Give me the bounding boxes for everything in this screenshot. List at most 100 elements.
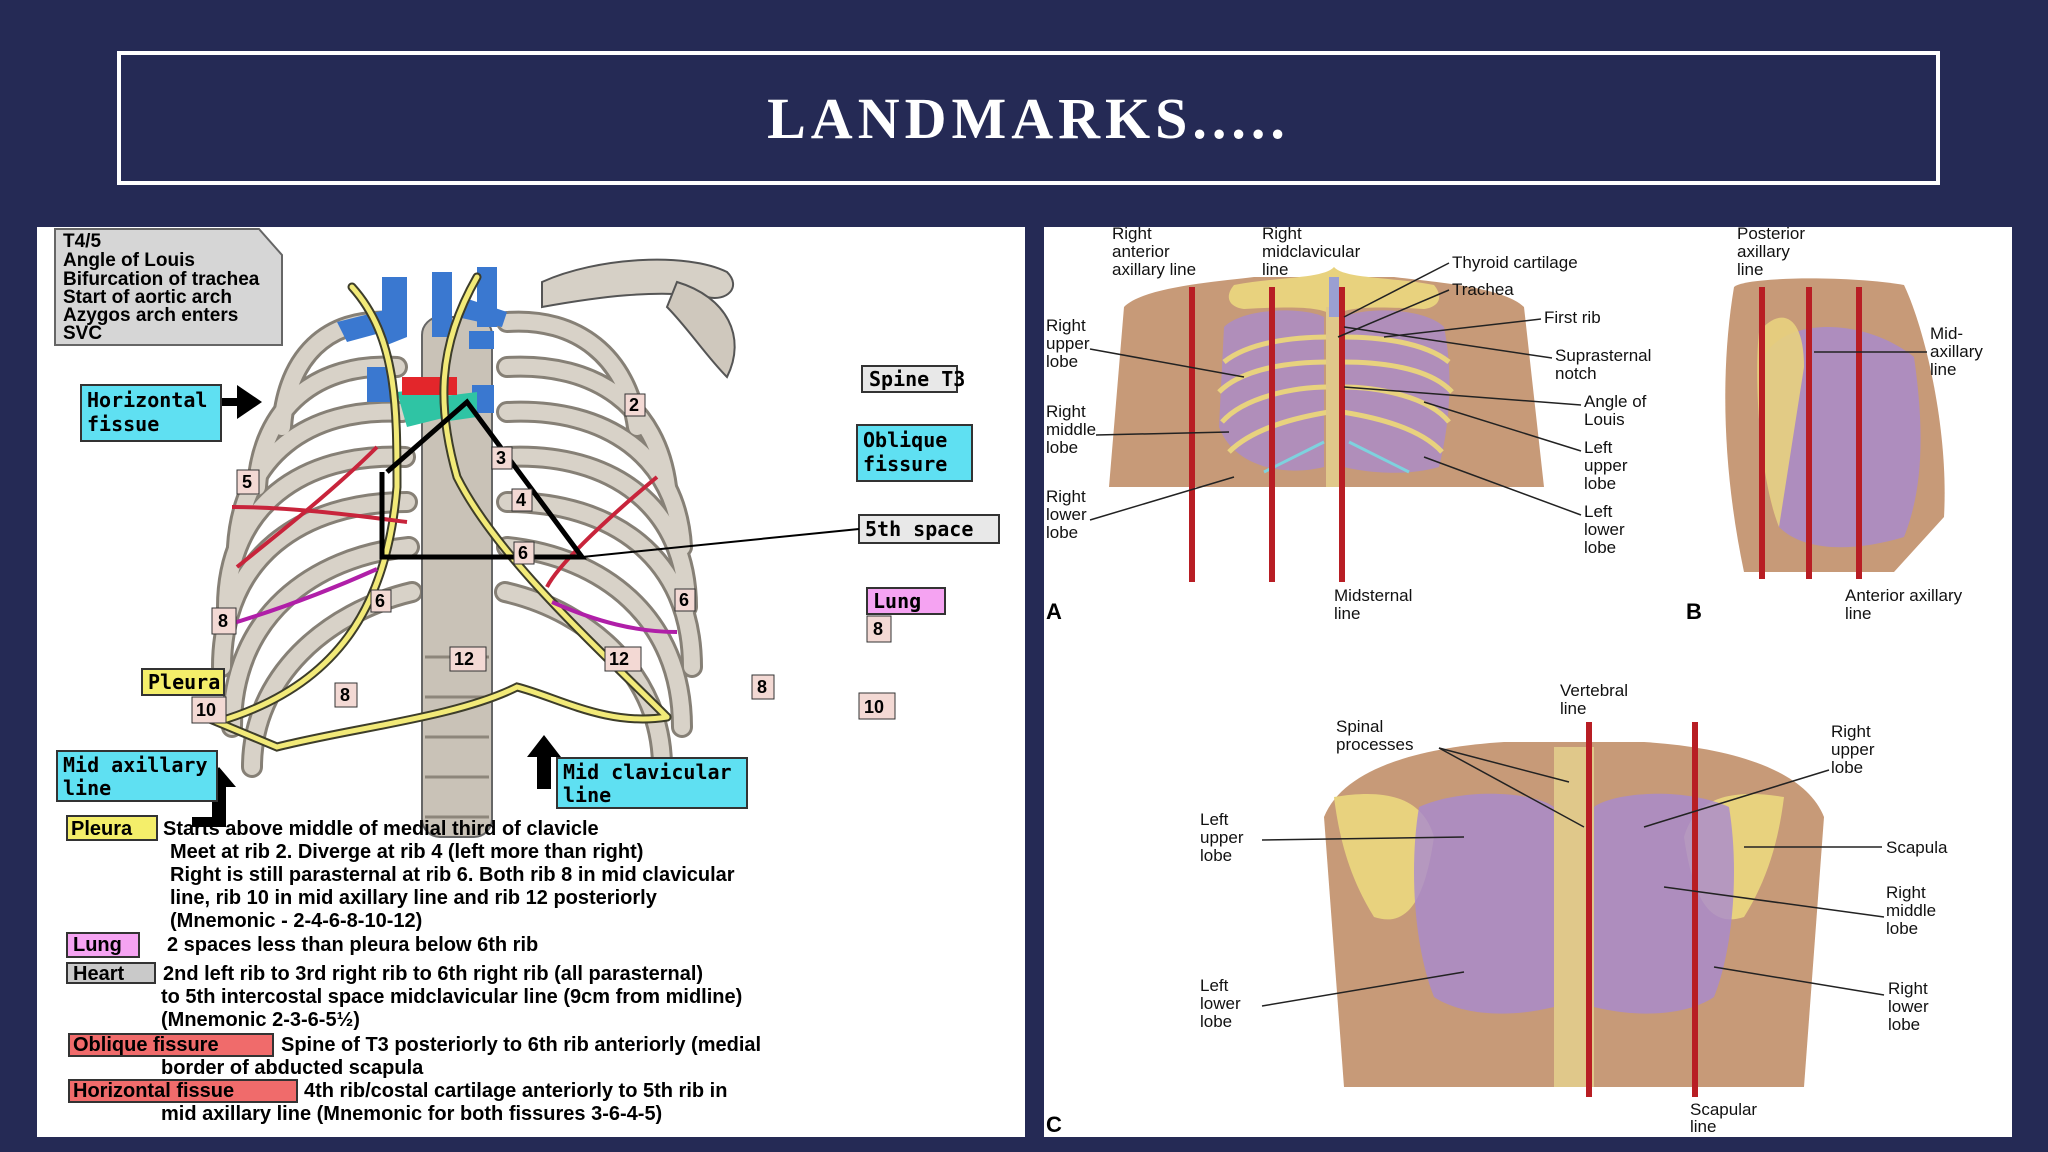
thorax-diagram-panel: T4/5 Angle of Louis Bifurcation of trach… — [37, 227, 1025, 1137]
pleura-path — [209, 284, 670, 750]
callout-line: Bifurcation of trachea — [63, 269, 260, 290]
number-tag — [511, 488, 533, 512]
figure-letter: A — [1046, 599, 1062, 624]
lung-lines — [226, 567, 678, 634]
oblique-fissure-box — [856, 424, 973, 482]
lung-line — [226, 567, 378, 627]
number-tag — [449, 646, 487, 672]
anatomy-figures: Right anterior axillary line Right midcl… — [1046, 227, 1983, 1137]
arrow-icon — [187, 385, 262, 419]
label: Right — [1046, 487, 1086, 506]
rib — [1227, 409, 1330, 454]
label: Suprasternal — [1555, 346, 1651, 365]
label: line — [1560, 699, 1586, 718]
trachea-shape — [397, 387, 447, 427]
label: Right — [1046, 402, 1086, 421]
leader — [1343, 262, 1450, 318]
right-lung-c — [1594, 793, 1734, 1014]
leader — [1663, 886, 1885, 918]
pointer-line — [581, 528, 860, 558]
label: upper — [1831, 740, 1875, 759]
leader — [1261, 971, 1465, 1007]
pleura-box — [141, 668, 225, 696]
mid-clavicular-box — [556, 757, 748, 809]
number-tag — [236, 469, 260, 495]
label: Right — [1886, 883, 1926, 902]
leader — [1343, 386, 1582, 406]
fissures — [231, 445, 659, 588]
label: Scapula — [1886, 838, 1948, 857]
rib-number: 8 — [757, 677, 767, 697]
figure-letter: C — [1046, 1112, 1062, 1137]
leader-lines-a — [1089, 262, 1582, 521]
pleura — [209, 274, 670, 750]
leader — [1343, 326, 1553, 359]
label: Right — [1112, 227, 1152, 243]
leader — [1438, 747, 1585, 828]
labels-a: Right anterior axillary line Right midcl… — [1046, 227, 1651, 623]
label: Thyroid cartilage — [1452, 253, 1578, 272]
figure-b: Posterior axillary line Mid- axillary li… — [1686, 227, 1983, 624]
vessel — [337, 307, 402, 342]
label: lower — [1584, 520, 1625, 539]
label: Angle of — [1584, 392, 1647, 411]
landmark-lines-c — [1586, 722, 1698, 1097]
rib — [224, 539, 417, 735]
label: line — [1262, 260, 1288, 279]
label: lower — [1046, 505, 1087, 524]
label: lobe — [1831, 758, 1863, 777]
label: Right — [1831, 722, 1871, 741]
vessel — [469, 331, 494, 349]
leader — [1643, 769, 1830, 828]
title-frame: LANDMARKS..... — [117, 51, 1940, 185]
horizontal-tag — [68, 1079, 298, 1103]
rib-number: 6 — [375, 591, 385, 611]
arrow-icon — [527, 735, 561, 789]
note-line: 2nd left rib to 3rd right rib to 6th rig… — [163, 963, 703, 985]
scapula-b — [1757, 317, 1804, 527]
number-tag — [866, 615, 892, 643]
leader — [1089, 348, 1245, 378]
label: Right — [1888, 979, 1928, 998]
number-tag — [334, 682, 358, 708]
lung-line — [551, 600, 678, 634]
lung-tag — [66, 932, 140, 958]
label: lobe — [1584, 538, 1616, 557]
pleura-label: Pleura — [148, 670, 220, 694]
label: axillary line — [1112, 260, 1196, 279]
rib-number: 6 — [518, 543, 528, 563]
label: Spinal — [1336, 717, 1383, 736]
figure-c: Vertebral line Spinal processes Left upp… — [1046, 681, 1948, 1137]
label: lobe — [1200, 1012, 1232, 1031]
note-line: mid axillary line (Mnemonic for both fis… — [161, 1103, 662, 1125]
rib-number: 6 — [679, 590, 689, 610]
mid-axillary-label: line — [63, 776, 111, 800]
mid-clavicular-label: Mid clavicular — [563, 760, 732, 784]
label: Anterior axillary — [1845, 586, 1963, 605]
label: lower — [1200, 994, 1241, 1013]
rib-number: 8 — [218, 611, 228, 631]
horizontal-fissure — [231, 505, 408, 524]
great-vessels — [337, 267, 507, 427]
label: middle — [1886, 901, 1936, 920]
note-line: Starts above middle of medial third of c… — [163, 818, 599, 840]
horizontal-tag-label: Horizontal fissue — [73, 1080, 234, 1102]
rib-number: 4 — [516, 490, 526, 510]
mid-axillary-label: Mid axillary — [63, 753, 208, 777]
callout-line: Azygos arch enters — [63, 305, 238, 326]
rib-number: 5 — [242, 472, 252, 492]
horizontal-fissure-label: fissue — [87, 412, 159, 436]
shoulder — [665, 280, 736, 379]
fifth-space-label: 5th space — [865, 517, 973, 541]
leader — [1383, 318, 1542, 338]
note-line: (Mnemonic 2-3-6-5½) — [161, 1009, 360, 1031]
figure-letter: B — [1686, 599, 1702, 624]
rib-number: 10 — [196, 700, 216, 720]
rib-number: 12 — [454, 649, 474, 669]
slide-title: LANDMARKS..... — [767, 85, 1290, 151]
number-tag — [370, 589, 392, 613]
number-tag — [624, 393, 646, 417]
label: Louis — [1584, 410, 1625, 429]
callout-line: Angle of Louis — [63, 250, 195, 271]
label: Vertebral — [1560, 681, 1628, 700]
